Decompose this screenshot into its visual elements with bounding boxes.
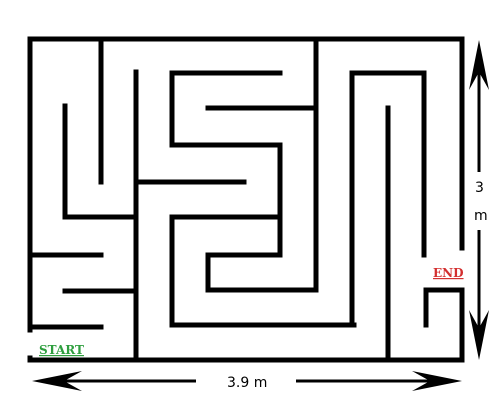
end-label: END: [433, 266, 464, 280]
arrow-right-icon: [412, 371, 462, 391]
height-value-label: 3: [475, 180, 484, 196]
maze-walls: [27, 36, 465, 363]
height-unit-label: m: [474, 208, 488, 224]
height-dimension: 3 m: [469, 40, 489, 360]
width-label: 3.9 m: [227, 375, 267, 391]
arrow-down-icon: [469, 310, 489, 360]
width-dimension: 3.9 m: [32, 371, 462, 391]
arrow-up-icon: [469, 40, 489, 90]
arrow-left-icon: [32, 371, 82, 391]
start-label: START: [39, 343, 84, 357]
